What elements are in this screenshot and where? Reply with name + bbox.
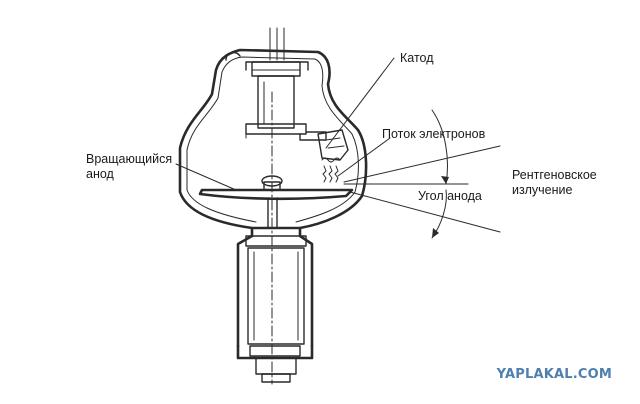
watermark: YAPLAKAL.COM (496, 367, 612, 382)
rotor-housing (236, 226, 314, 383)
xray-beam-lines (343, 109, 501, 239)
cathode-assembly (245, 27, 349, 163)
label-cathode: Катод (400, 51, 434, 65)
label-xray-line2: излучение (512, 183, 572, 197)
label-rotating-anode-line1: Вращающийся (86, 152, 172, 166)
label-rotating-anode-line2: анод (86, 167, 115, 181)
leader-lines (175, 57, 395, 191)
label-xray-line1: Рентгеновское (512, 168, 597, 182)
electron-stream (322, 165, 339, 183)
rotating-anode (198, 175, 354, 229)
label-electron-stream: Поток электронов (382, 127, 486, 141)
label-anode-angle: Угол анода (418, 189, 482, 203)
